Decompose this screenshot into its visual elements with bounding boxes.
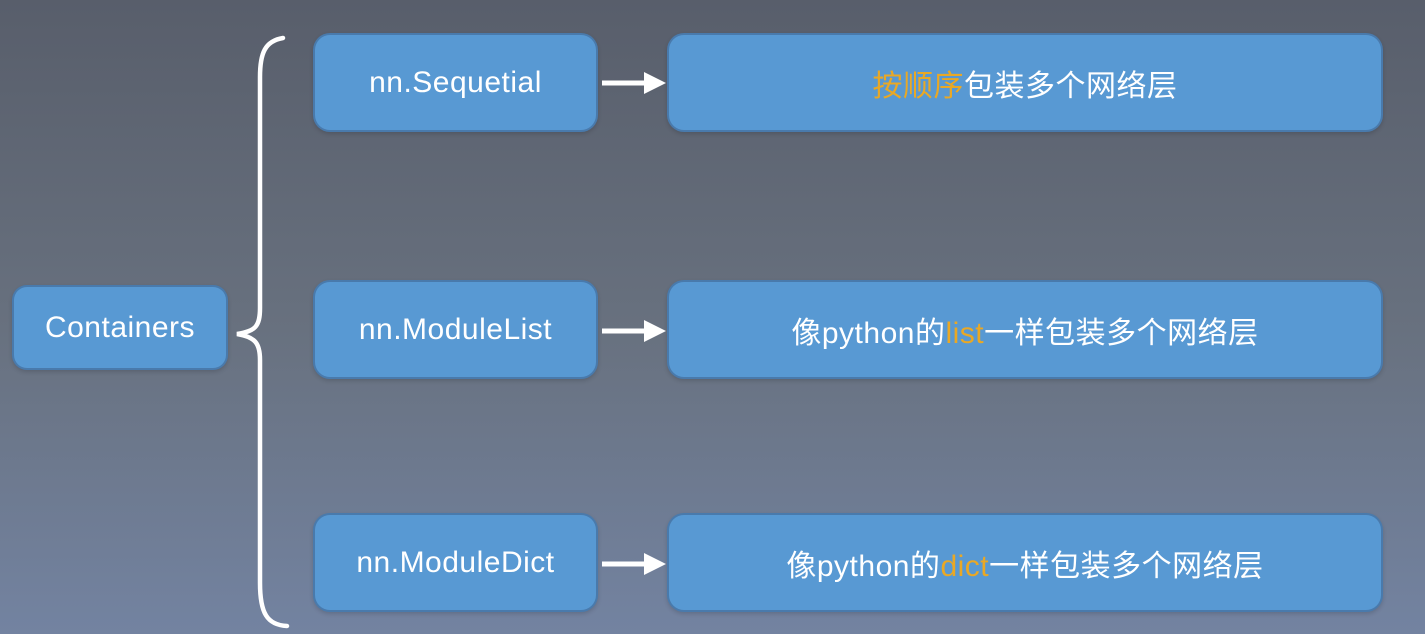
node-nn-modulelist-label: nn.ModuleList bbox=[358, 312, 553, 346]
desc-nn-moduledict: 像python的dict一样包装多个网络层 bbox=[667, 513, 1383, 612]
desc-pre: 像python的 bbox=[791, 316, 946, 350]
node-nn-moduledict: nn.ModuleDict bbox=[313, 513, 598, 612]
desc-text: 按顺序包装多个网络层 bbox=[873, 61, 1178, 105]
desc-text: 像python的dict一样包装多个网络层 bbox=[786, 541, 1263, 585]
desc-post: 包装多个网络层 bbox=[964, 69, 1178, 103]
node-nn-modulelist: nn.ModuleList bbox=[313, 280, 598, 379]
desc-post: 一样包装多个网络层 bbox=[984, 316, 1259, 350]
arrow-right-icon bbox=[602, 72, 666, 94]
arrow-right-icon bbox=[602, 320, 666, 342]
desc-nn-sequetial: 按顺序包装多个网络层 bbox=[667, 33, 1383, 132]
desc-highlight: dict bbox=[940, 549, 990, 583]
desc-highlight: 按顺序 bbox=[872, 69, 964, 103]
desc-text: 像python的list一样包装多个网络层 bbox=[791, 308, 1258, 352]
desc-pre: 像python的 bbox=[786, 549, 941, 583]
node-nn-sequetial: nn.Sequetial bbox=[313, 33, 598, 132]
desc-highlight: list bbox=[945, 316, 985, 350]
desc-nn-modulelist: 像python的list一样包装多个网络层 bbox=[667, 280, 1383, 379]
arrow-right-icon bbox=[602, 553, 666, 575]
node-nn-moduledict-label: nn.ModuleDict bbox=[356, 545, 555, 579]
node-containers-label: Containers bbox=[44, 310, 196, 344]
node-containers: Containers bbox=[12, 285, 228, 370]
curly-brace-icon bbox=[236, 35, 290, 629]
desc-post: 一样包装多个网络层 bbox=[989, 549, 1264, 583]
node-nn-sequetial-label: nn.Sequetial bbox=[369, 65, 542, 99]
